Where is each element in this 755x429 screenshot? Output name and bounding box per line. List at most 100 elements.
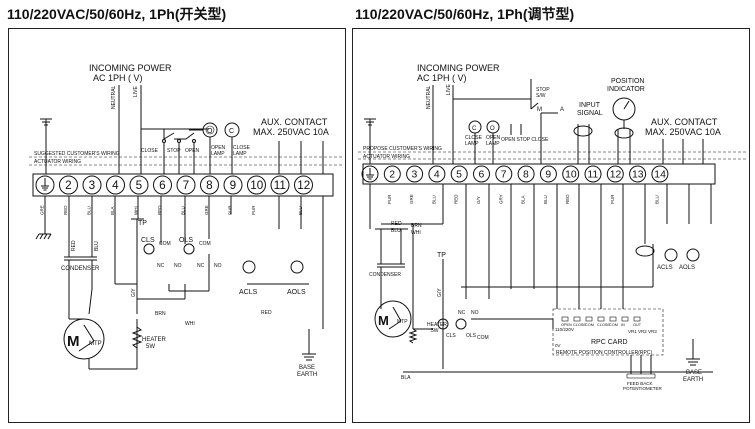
feedback-potentiometer-icon: [626, 373, 656, 379]
terminal-12: [606, 165, 624, 183]
aux-max-label: MAX. 250VAC 10A: [645, 127, 721, 137]
acls-signal-icon: [635, 245, 655, 257]
motor-letter: M: [378, 313, 389, 328]
ols-label: OLS: [179, 237, 193, 244]
live-label: LIVE: [446, 83, 452, 95]
wire-color-label: GRY: [498, 194, 503, 204]
terminal-2: [59, 175, 78, 195]
right-wiring-diagram: INCOMING POWER AC 1PH ( V) NEUTRAL LIVE …: [358, 63, 748, 391]
terminal-number: 9: [545, 170, 551, 181]
blu-wire-label: BLU: [391, 228, 401, 234]
aux-max-label: MAX. 250VAC 10A: [253, 127, 329, 137]
motor-icon: [63, 318, 105, 360]
left-lower-wiring: [35, 196, 324, 370]
gy-wire-label: G/Y: [131, 288, 137, 297]
earth-terminal-icon: [41, 178, 49, 191]
gy-wire-label: G/Y: [437, 288, 443, 297]
rpc-terminal: [621, 316, 629, 322]
terminal-3: [406, 165, 424, 183]
acls-switch-icon: [242, 260, 256, 274]
rpc-controller-outline: [552, 308, 664, 356]
wire-color-label: GRE: [204, 205, 209, 215]
terminal-10: [562, 165, 580, 183]
rpc-terminal-label: COM: [585, 323, 594, 327]
open-switch-label: OPEN: [185, 148, 200, 154]
wire-color-label: WHI: [134, 206, 139, 215]
tp-label: TP: [138, 220, 147, 227]
heater-icon: [408, 328, 418, 344]
aols-switch-icon: [686, 248, 700, 262]
terminal-number: 8: [206, 179, 213, 192]
terminal-9: [539, 165, 557, 183]
terminal-9: [223, 175, 243, 195]
wire-color-label: BLU: [654, 195, 659, 204]
ac-supply-label: AC 1PH ( V): [417, 73, 467, 83]
nc-label: NC: [458, 310, 466, 316]
rpc-terminal-label: CLOSE: [597, 323, 610, 327]
terminal-5: [450, 165, 468, 183]
ols-com-label: COM: [199, 241, 211, 247]
wire-color-label: PUR: [228, 205, 233, 215]
terminal-number: 11: [274, 179, 286, 192]
motor-letter: M: [67, 333, 80, 350]
terminal-8: [517, 165, 535, 183]
terminal-14: [651, 165, 669, 183]
wire-color-label: PUR: [610, 194, 615, 204]
terminal-11: [584, 165, 602, 183]
red-wire-label: RED: [391, 221, 402, 227]
wire-color-label: G/Y: [476, 196, 481, 204]
aux-contact-label: AUX. CONTACT: [651, 117, 718, 127]
terminal-number: 5: [136, 179, 143, 192]
terminal-number: 13: [632, 170, 644, 181]
rpc-terminal-label: OUT: [633, 323, 642, 327]
cls-com-label: COM: [159, 241, 171, 247]
terminal-1: [35, 175, 55, 195]
aols-label: AOLS: [287, 289, 306, 296]
terminal-number: 3: [412, 170, 418, 181]
actuator-wiring-label: ACTUATOR WIRING: [363, 154, 410, 160]
cls-no-label: NO: [174, 263, 182, 269]
rpc-terminal-label: COM: [609, 323, 618, 327]
rpc-terminal: [633, 316, 641, 322]
aux-contact-label: AUX. CONTACT: [261, 117, 328, 127]
cap-red-label: RED: [71, 240, 77, 251]
aols-label: AOLS: [679, 265, 695, 271]
condenser-label: CONDENSER: [61, 266, 100, 272]
wire-color-label: RED: [565, 194, 570, 204]
rpc-caption: REMOTE POSITION CONTROLLER(RPC): [556, 350, 652, 356]
right-lower-wiring: [369, 184, 713, 373]
left-diagram-title: 110/220VAC/50/60Hz, 1Ph(开关型): [7, 6, 227, 22]
terminal-number: 10: [250, 179, 264, 192]
rpc-terminal: [585, 316, 593, 322]
terminal-number: 7: [501, 170, 507, 181]
ols-switch-icon: [455, 318, 467, 330]
open-lamp-letter: O: [207, 128, 213, 135]
terminal-number: 10: [565, 170, 577, 181]
open-stop-close-label: OPEN STOP CLOSE: [501, 137, 549, 143]
close-lamp-letter: C: [229, 128, 234, 135]
cls-nc-label: NC: [157, 263, 165, 269]
terminal-number: 2: [65, 179, 72, 192]
terminal-6: [473, 165, 490, 183]
ols-no-label: NO: [214, 263, 222, 269]
ols-label: OLS: [466, 333, 477, 339]
motor-icon: [374, 300, 412, 338]
terminal-4: [106, 175, 125, 195]
earth-symbol-top: [40, 118, 52, 174]
wire-color-label: BLA: [110, 206, 115, 215]
terminal-2: [383, 165, 401, 183]
rpc-terminal: [561, 316, 569, 322]
earth-symbol-top: [364, 118, 376, 169]
whi-wire-label: WHI: [185, 321, 195, 327]
whi-wire-label: WHI: [411, 230, 421, 236]
terminal-number: 8: [523, 170, 529, 181]
right-diagram-title: 110/220VAC/50/60Hz, 1Ph(调节型): [355, 6, 575, 22]
suggested-wiring-label: SUGGESTED CUSTOMER'S WIRING: [34, 151, 120, 157]
